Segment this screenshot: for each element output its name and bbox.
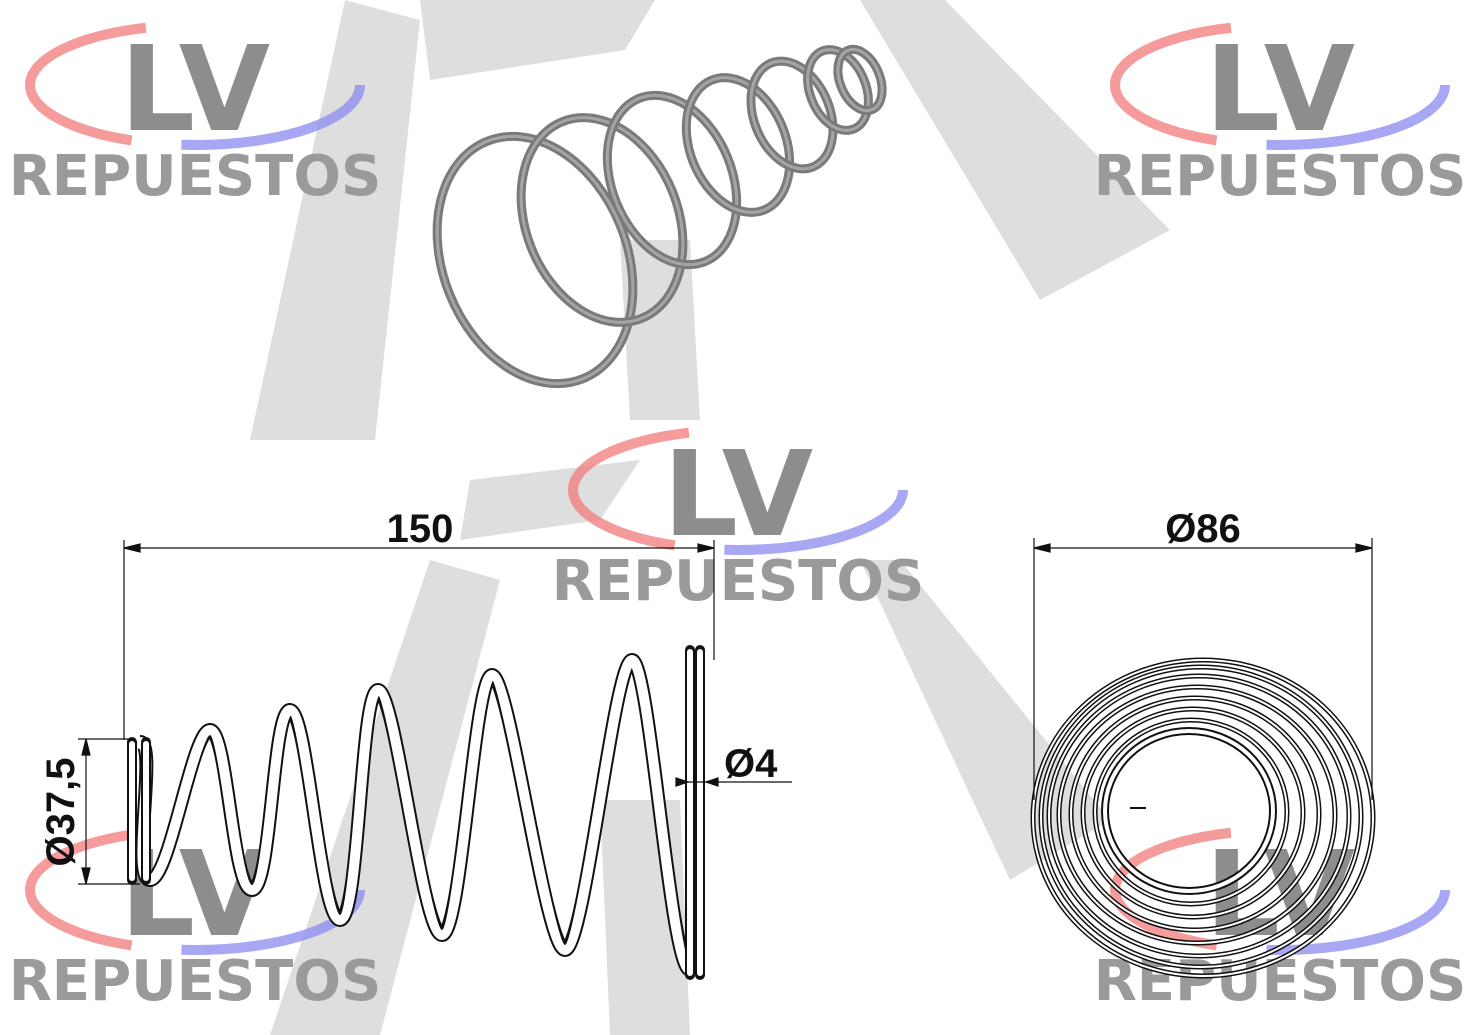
top-view-coil-ring-fill (1070, 697, 1320, 931)
watermark-layer: LVREPUESTOSLVREPUESTOSLVREPUESTOSLVREPUE… (9, 20, 1467, 1014)
arrow-head (123, 543, 141, 553)
logo-letters: LV (1205, 20, 1355, 158)
outer-diameter-label: Ø86 (1165, 507, 1241, 551)
logo-blue-arc (568, 425, 908, 555)
logo-blue-arc (25, 825, 365, 955)
spring-top-view (1030, 657, 1376, 979)
logo-red-arc (25, 20, 365, 150)
end-diameter-label: Ø37,5 (39, 758, 83, 867)
logo-subtext: REPUESTOS (9, 144, 382, 209)
arrow-head (81, 738, 91, 756)
spring-3d-view (432, 44, 887, 389)
spring-coil-highlight (605, 93, 739, 267)
arrow-head (1355, 543, 1373, 553)
spring-coil-highlight (519, 116, 685, 324)
wire-diameter-label: Ø4 (724, 742, 778, 786)
dimension-lines (78, 538, 1373, 885)
logo-red-arc (25, 825, 365, 955)
spring-coil-highlight (684, 76, 792, 214)
spring-coil-highlight (749, 59, 835, 171)
spring-wire-fill (137, 655, 695, 975)
length-dimension-label: 150 (387, 507, 454, 551)
arrow-head (697, 543, 715, 553)
logo-blue-arc (25, 20, 365, 150)
logo-subtext: REPUESTOS (1094, 144, 1467, 209)
arrow-head (704, 777, 719, 787)
top-view-coil-ring-fill (1094, 719, 1288, 905)
logo-subtext: REPUESTOS (9, 949, 382, 1014)
top-view-coil-ring-fill (1040, 666, 1362, 968)
logo-letters: LV (120, 20, 270, 158)
spring-coil-highlight (806, 48, 870, 132)
logo-red-arc (1110, 825, 1450, 955)
top-view-coil-ring-fill (1058, 686, 1336, 944)
logo-letters: LV (663, 425, 813, 563)
spring-coil-highlight (435, 134, 635, 386)
logo-red-arc (568, 425, 908, 555)
logo-subtext: REPUESTOS (552, 549, 925, 614)
spring-side-view (127, 645, 705, 980)
top-view-coil-ring-fill (1032, 659, 1374, 977)
top-view-coil-ring-fill (1103, 729, 1275, 893)
logo-blue-arc (1110, 20, 1450, 150)
top-view-coil-ring-fill (1048, 675, 1350, 957)
spring-coil-highlight (836, 47, 884, 113)
top-view-coil-ring-fill (1082, 708, 1304, 918)
arrow-head (81, 867, 91, 885)
arrow-head (1033, 543, 1051, 553)
arrow-head (675, 777, 690, 787)
logo-red-arc (1110, 20, 1450, 150)
